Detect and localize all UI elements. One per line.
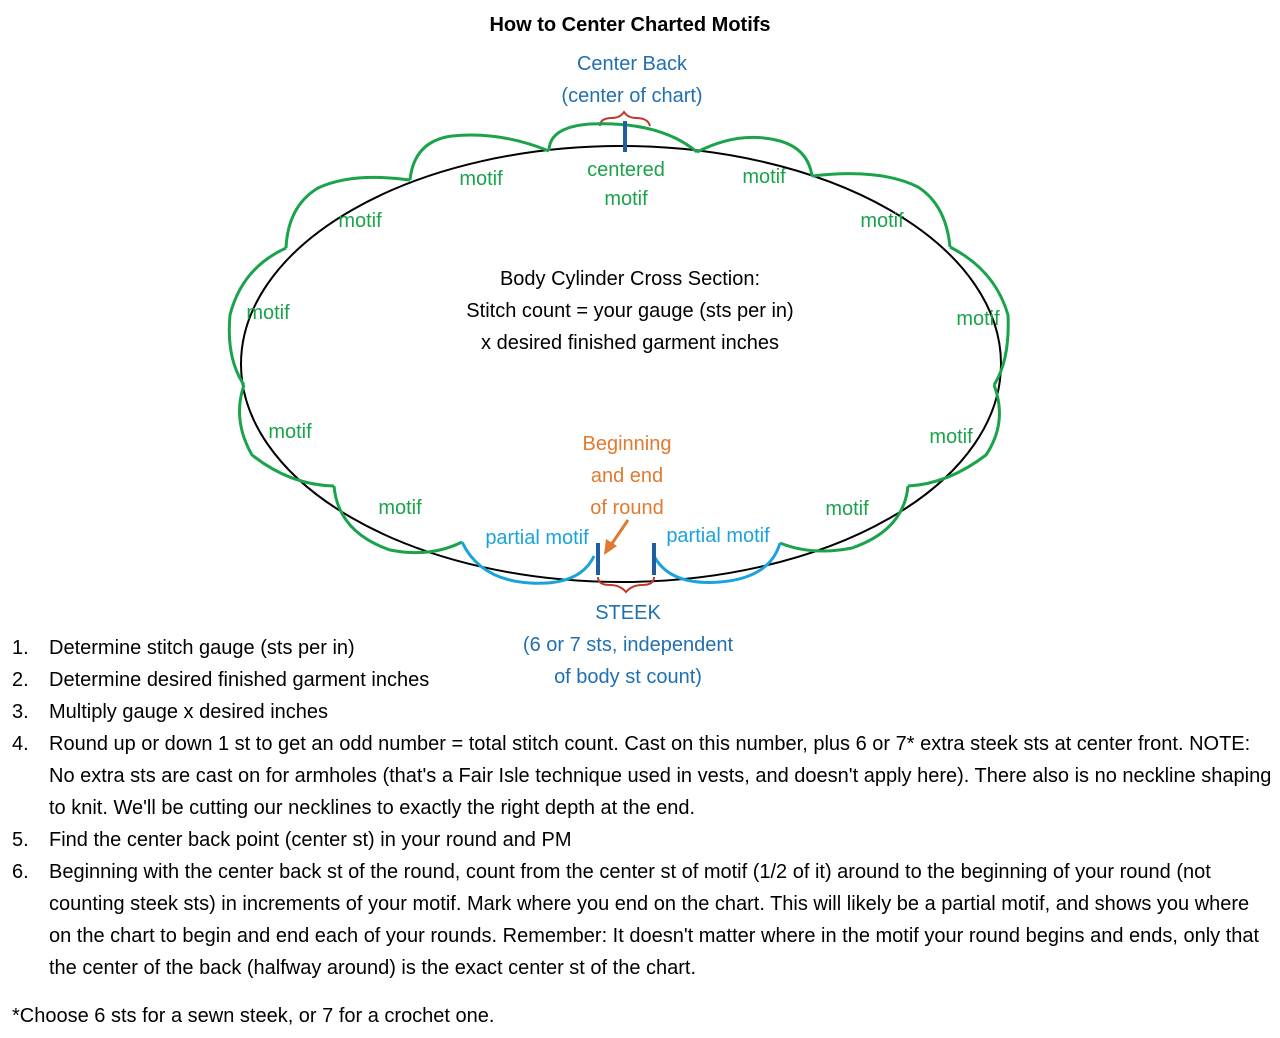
step-text: Beginning with the center back st of the… — [49, 861, 1260, 979]
step-number: 2. — [12, 669, 29, 691]
step-item: 2. Determine desired finished garment inc… — [12, 664, 1274, 696]
motif-scallop — [332, 485, 463, 555]
motif-scallop — [949, 245, 1010, 386]
motif-label: motif — [860, 210, 904, 232]
motif-scallop — [696, 135, 814, 177]
motif-scallop — [284, 175, 411, 249]
motif-scallop — [408, 133, 550, 181]
step-item: 5. Find the center back point (center st)… — [12, 824, 1274, 856]
motif-label: motif — [742, 166, 786, 188]
motif-scallops — [227, 122, 1010, 555]
step-number: 3. — [12, 701, 29, 723]
motif-label: motif — [929, 426, 973, 448]
motif-scallop — [227, 246, 287, 386]
motif-scallop — [907, 384, 1001, 488]
step-item: 1. Determine stitch gauge (sts per in) — [12, 632, 1274, 664]
steek-note-line-1: (6 or 7 sts, independent — [523, 634, 734, 656]
footnote: *Choose 6 sts for a sewn steek, or 7 for… — [12, 1005, 495, 1027]
step-item: 6. Beginning with the center back st of t… — [12, 856, 1274, 984]
partial-motif-scallop-right — [652, 542, 782, 584]
page-title: How to Center Charted Motifs — [489, 14, 770, 36]
cross-section-line-2: Stitch count = your gauge (sts per in) — [466, 300, 793, 322]
step-text: Determine desired finished garment inche… — [49, 669, 430, 691]
step-number: 6. — [12, 861, 29, 883]
motif-label: motif — [459, 168, 503, 190]
cross-section-title: Body Cylinder Cross Section: — [500, 268, 760, 290]
partial-motif-scallops — [460, 541, 782, 585]
motif-scallop — [779, 485, 910, 553]
motif-label: motif — [825, 498, 869, 520]
motif-label: motif — [268, 421, 312, 443]
step-item: 4. Round up or down 1 st to get an odd nu… — [12, 728, 1274, 824]
beginning-label-3: of round — [590, 497, 663, 519]
beginning-label: Beginning — [583, 433, 672, 455]
partial-motif-scallop-left — [460, 541, 596, 585]
center-back-label: Center Back — [577, 53, 688, 75]
step-number: 4. — [12, 733, 29, 755]
motif-label: motif — [956, 308, 1000, 330]
centered-motif-label-2: motif — [604, 188, 648, 210]
motif-diagram: How to Center Charted Motifs Center Back… — [227, 14, 1010, 688]
step-text: Multiply gauge x desired inches — [49, 701, 329, 723]
step-text: Find the center back point (center st) i… — [49, 829, 572, 851]
center-of-chart-label: (center of chart) — [561, 85, 702, 107]
motif-scallop — [547, 122, 698, 154]
beginning-label-2: and end — [591, 465, 663, 487]
body-cylinder-ellipse — [240, 145, 1002, 583]
centered-motif-label: centered — [587, 159, 665, 181]
steek-note-line-2: of body st count) — [554, 666, 702, 688]
step-item: 3. Multiply gauge x desired inches — [12, 696, 1274, 728]
instruction-steps: 1. Determine stitch gauge (sts per in) 2.… — [12, 632, 1274, 984]
motif-label: motif — [338, 210, 382, 232]
step-text: Determine stitch gauge (sts per in) — [49, 637, 355, 659]
step-number: 5. — [12, 829, 29, 851]
center-back-brace — [599, 110, 651, 127]
motif-scallop — [238, 384, 335, 488]
beginning-arrow — [604, 519, 630, 555]
motif-label: motif — [246, 302, 290, 324]
stitch-markers — [596, 121, 656, 575]
motif-scallop — [811, 172, 952, 248]
steek-brace — [597, 576, 655, 594]
cross-section-line-3: x desired finished garment inches — [481, 332, 779, 354]
motif-label: motif — [378, 497, 422, 519]
partial-motif-label-right: partial motif — [666, 525, 770, 547]
partial-motif-label-left: partial motif — [485, 527, 589, 549]
step-number: 1. — [12, 637, 29, 659]
steek-label: STEEK — [595, 602, 661, 624]
step-text: Round up or down 1 st to get an odd numb… — [49, 733, 1272, 819]
